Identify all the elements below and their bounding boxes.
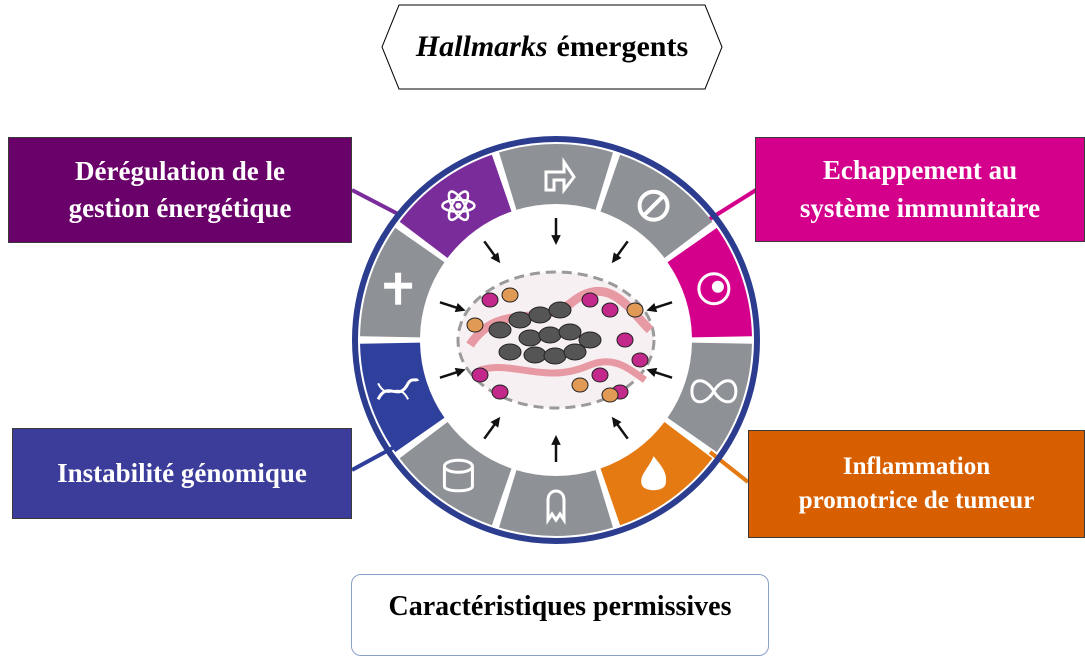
tumor-cell (523, 346, 547, 364)
tumor-cell (528, 306, 552, 324)
tumor-cell (616, 332, 634, 348)
connector-energy (351, 188, 401, 217)
atom-icon (441, 190, 476, 222)
wheel-icons (376, 157, 738, 525)
inflammation-line2: promotrice de tumeur (798, 487, 1035, 514)
tumor-cell (558, 323, 582, 341)
energy-line2: gestion énergétique (68, 193, 292, 223)
tumor-cells (466, 287, 649, 403)
wheel-segment-immune-cell (667, 227, 752, 338)
dna-icon (376, 378, 420, 401)
tumor-cell (466, 317, 484, 333)
hexagon-frame (381, 4, 723, 90)
tumor-cell (591, 367, 609, 383)
tumor-cell (471, 367, 489, 383)
immune-line1: Echappement au (822, 155, 1018, 186)
tumor-inflammation-box: Inflammation promotrice de tumeur (748, 430, 1085, 538)
wheel-segment-metastasis (499, 470, 613, 536)
footer-text: Caractéristiques permissives (388, 591, 732, 622)
tumor-cell (488, 321, 512, 339)
wheel-segment-no-entry (600, 154, 713, 258)
arrow-turn-icon (544, 157, 576, 195)
no-entry-icon (637, 189, 670, 222)
immune-cell-icon (697, 272, 731, 306)
tumor-cell (498, 343, 522, 361)
tumor-cell (501, 287, 519, 303)
emerging-hallmarks-title: Hallmarks émergents (381, 4, 723, 90)
tumor-microenvironment (456, 270, 656, 410)
outer-blue-ring (352, 136, 760, 544)
title-rest: émergents (556, 30, 689, 63)
tumor-cell (508, 311, 532, 329)
inward-arrow-head (611, 416, 622, 428)
blood-vessel-2 (479, 358, 647, 383)
flame-icon (641, 456, 667, 491)
immune-line2: système immunitaire (799, 192, 1041, 223)
tumor-cell (518, 329, 542, 347)
vessel-icon (442, 458, 474, 493)
tumor-cell (481, 292, 499, 308)
inward-arrow-head (611, 252, 622, 264)
inward-arrow-head (454, 303, 466, 313)
tumor-cell (601, 387, 619, 403)
energy-line1: Dérégulation de le (75, 155, 285, 186)
tumor-cell (601, 302, 619, 318)
inward-arrow-head (490, 252, 501, 264)
tumor-cell (538, 326, 562, 344)
inward-arrow-head (551, 235, 561, 245)
inward-arrow-head (646, 367, 658, 377)
wheel-segment-dna (360, 342, 445, 453)
metastasis-icon (546, 489, 566, 525)
immune-evasion-box: Echappement au système immunitaire (755, 137, 1085, 242)
title-italic: Hallmarks (415, 30, 548, 63)
tumor-cell (548, 301, 572, 319)
inward-arrows (439, 218, 673, 462)
tumor-cell (626, 302, 644, 318)
inward-arrow-head (551, 435, 561, 445)
inward-arrow-head (646, 303, 658, 313)
inward-arrow-head (454, 367, 466, 377)
tumor-cell (571, 377, 589, 393)
connector-inflammation (708, 450, 750, 484)
tumor-cell (578, 331, 602, 349)
grave-cross-icon (384, 272, 413, 305)
tumor-cell (581, 292, 599, 308)
title-text: Hallmarks émergents (381, 4, 723, 90)
tumor-cell (563, 343, 587, 361)
tumor-cell (543, 347, 567, 365)
genome-text: Instabilité génomique (57, 457, 307, 488)
inward-arrow-head (490, 416, 501, 428)
wheel-segments (360, 144, 752, 536)
wheel-segment-grave-cross (360, 227, 445, 338)
inflammation-line1: Inflammation (842, 452, 991, 480)
wheel-segment-arrow-turn (499, 144, 613, 210)
enabling-characteristics-label: Caractéristiques permissives (351, 574, 769, 656)
deregulated-energetics-box: Dérégulation de le gestion énergétique (8, 137, 352, 243)
tumor-cell (631, 352, 649, 368)
tumor-cell (491, 384, 509, 400)
genome-instability-box: Instabilité génomique (12, 428, 352, 519)
infinity-icon (690, 379, 738, 404)
